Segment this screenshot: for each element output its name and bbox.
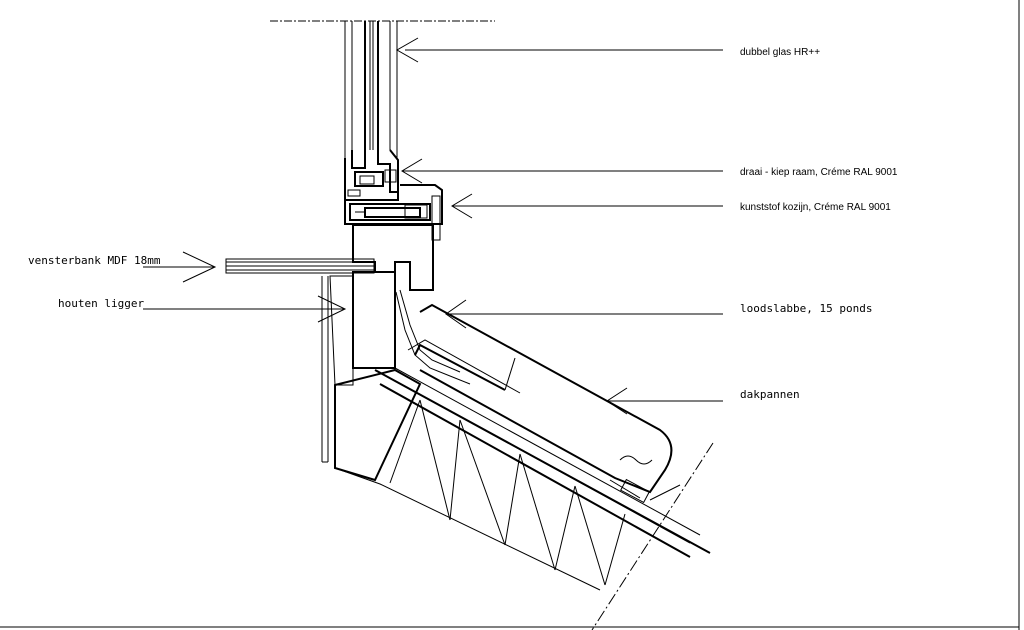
roof-tile [407, 303, 673, 504]
roof-structure [334, 367, 711, 591]
label-sill: vensterbank MDF 18mm [28, 254, 161, 267]
timber-beam [321, 271, 396, 463]
leader-sash [401, 158, 723, 184]
leader-glazing [395, 37, 723, 63]
leader-tiles [606, 387, 723, 415]
leader-beam [143, 295, 347, 323]
window-board [225, 258, 375, 274]
label-sash: draai - kiep raam, Créme RAL 9001 [740, 167, 898, 178]
label-tiles: dakpannen [740, 388, 800, 401]
leader-sill [143, 251, 217, 283]
double-glazing [344, 21, 398, 160]
lead-flashing [395, 289, 506, 391]
label-beam: houten ligger [58, 297, 144, 310]
label-glazing: dubbel glas HR++ [740, 47, 820, 58]
label-flashing: loodslabbe, 15 ponds [740, 302, 872, 315]
leader-frame [451, 193, 723, 219]
sash-profile [344, 149, 399, 201]
label-frame: kunststof kozijn, Créme RAL 9001 [740, 202, 891, 213]
leader-flashing [445, 299, 723, 329]
sill-block [352, 224, 434, 291]
eaves-axis [591, 442, 714, 630]
